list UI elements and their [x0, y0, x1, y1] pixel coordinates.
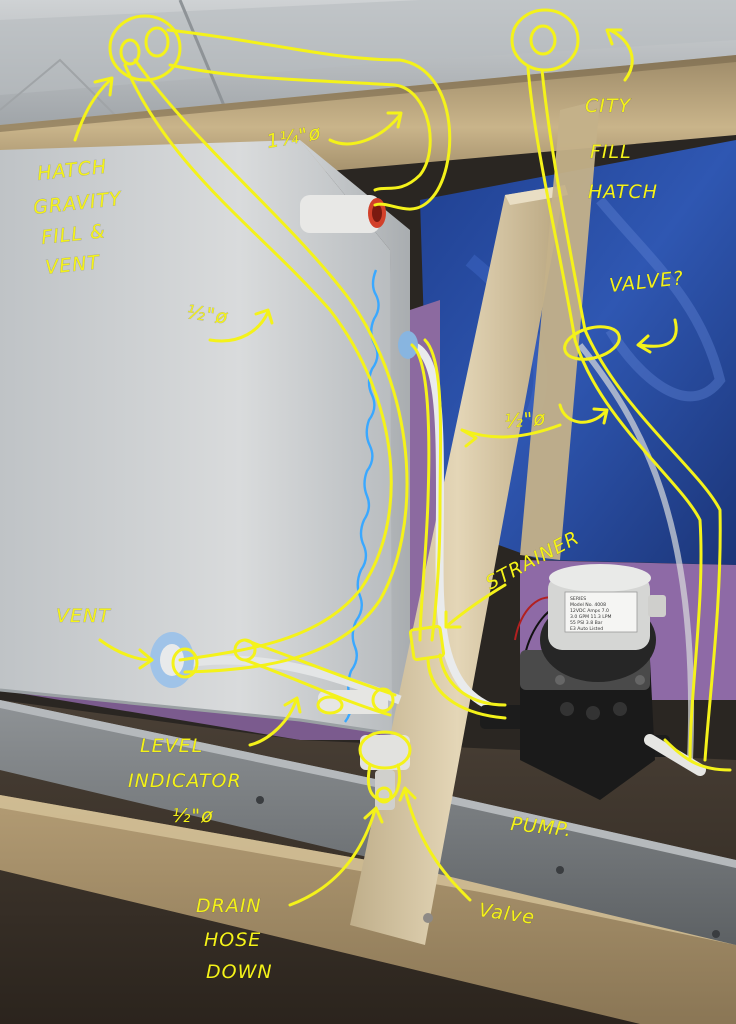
- arrow-drain: [288, 806, 384, 907]
- arrow-city: [605, 28, 634, 82]
- label-dia-1-2-mid: ½"ø: [504, 407, 548, 433]
- pump-label-line: 3.0 GPM 11.3 LPM: [570, 614, 612, 620]
- label-level-line-3: ½"ø: [172, 805, 214, 827]
- water-pump: SERIES Model No. 4008 12VDC Amps 7.0 3.0…: [480, 564, 706, 800]
- pump-label-line: 12VDC Amps 7.0: [570, 608, 609, 614]
- water-tank-side: [300, 140, 410, 735]
- arrow-hatch: [73, 76, 114, 142]
- label-drain-line-3: DOWN: [206, 961, 273, 983]
- right-post: [520, 100, 600, 560]
- city-hatch-circle: [510, 8, 580, 72]
- water-tank-front: [0, 140, 400, 735]
- metal-rail: [0, 700, 736, 945]
- label-vent: VENT: [56, 605, 111, 627]
- valve-question-ellipse: [563, 325, 621, 361]
- label-level-line-1: LEVEL: [140, 735, 203, 757]
- arrow-12-mid: [558, 403, 609, 425]
- pump-label-line: SERIES: [570, 596, 586, 602]
- vent-pipe-1-2: [123, 63, 393, 662]
- label-city-line-1: CITY: [585, 95, 631, 117]
- label-city-line-2: FILL: [590, 141, 632, 163]
- hatch-circle-outer: [108, 14, 182, 82]
- arrow-vent: [98, 638, 154, 670]
- arrow-valve-q: [636, 318, 678, 354]
- fill-pipe-1-25: [166, 28, 452, 211]
- purple-foam: [0, 310, 420, 740]
- label-level-line-2: INDICATOR: [128, 770, 242, 792]
- arrow-level: [248, 696, 302, 747]
- arrow-strainer: [444, 583, 507, 629]
- label-city-line-3: HATCH: [588, 181, 658, 203]
- annotation-arrows: [73, 28, 678, 907]
- ceiling-panel: [0, 0, 736, 95]
- label-pump: PUMP.: [509, 813, 573, 841]
- pump-label-line: Model No. 4008: [570, 602, 606, 608]
- pump-label-line: 55 PSI 3.8 Bar: [570, 620, 603, 626]
- label-drain-line-1: DRAIN: [196, 895, 262, 917]
- pump-label-line: E3 Auto Listed: [570, 626, 603, 632]
- arrow-valve: [398, 786, 472, 902]
- tank-inlet-fitting: [300, 195, 380, 233]
- label-drain-line-2: HOSE: [204, 929, 261, 951]
- arrow-114: [328, 111, 403, 146]
- annotation-drawing: [108, 8, 732, 804]
- strainer-box: [408, 624, 446, 662]
- arrow-12-top: [208, 308, 274, 343]
